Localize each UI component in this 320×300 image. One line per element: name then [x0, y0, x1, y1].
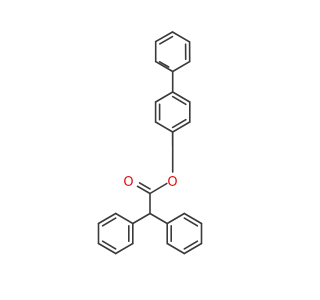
phenyl-ring-left	[97, 212, 134, 255]
molecule-canvas: O O	[97, 31, 203, 255]
phenyl-ring-right	[166, 212, 203, 255]
ch-right-phenyl-bond	[149, 212, 168, 225]
structure-diagram: O O	[97, 31, 203, 255]
ch-left-phenyl-bond	[132, 212, 151, 225]
phenyl-ring-top	[154, 31, 191, 73]
phenylene-ring-middle	[154, 91, 191, 133]
carbonyl-oxygen-label: O	[123, 175, 133, 190]
carbonyl-double-bond	[136, 182, 151, 195]
ester-oxygen-label: O	[167, 175, 177, 190]
oxygen-carbonyl-bond	[149, 182, 168, 195]
